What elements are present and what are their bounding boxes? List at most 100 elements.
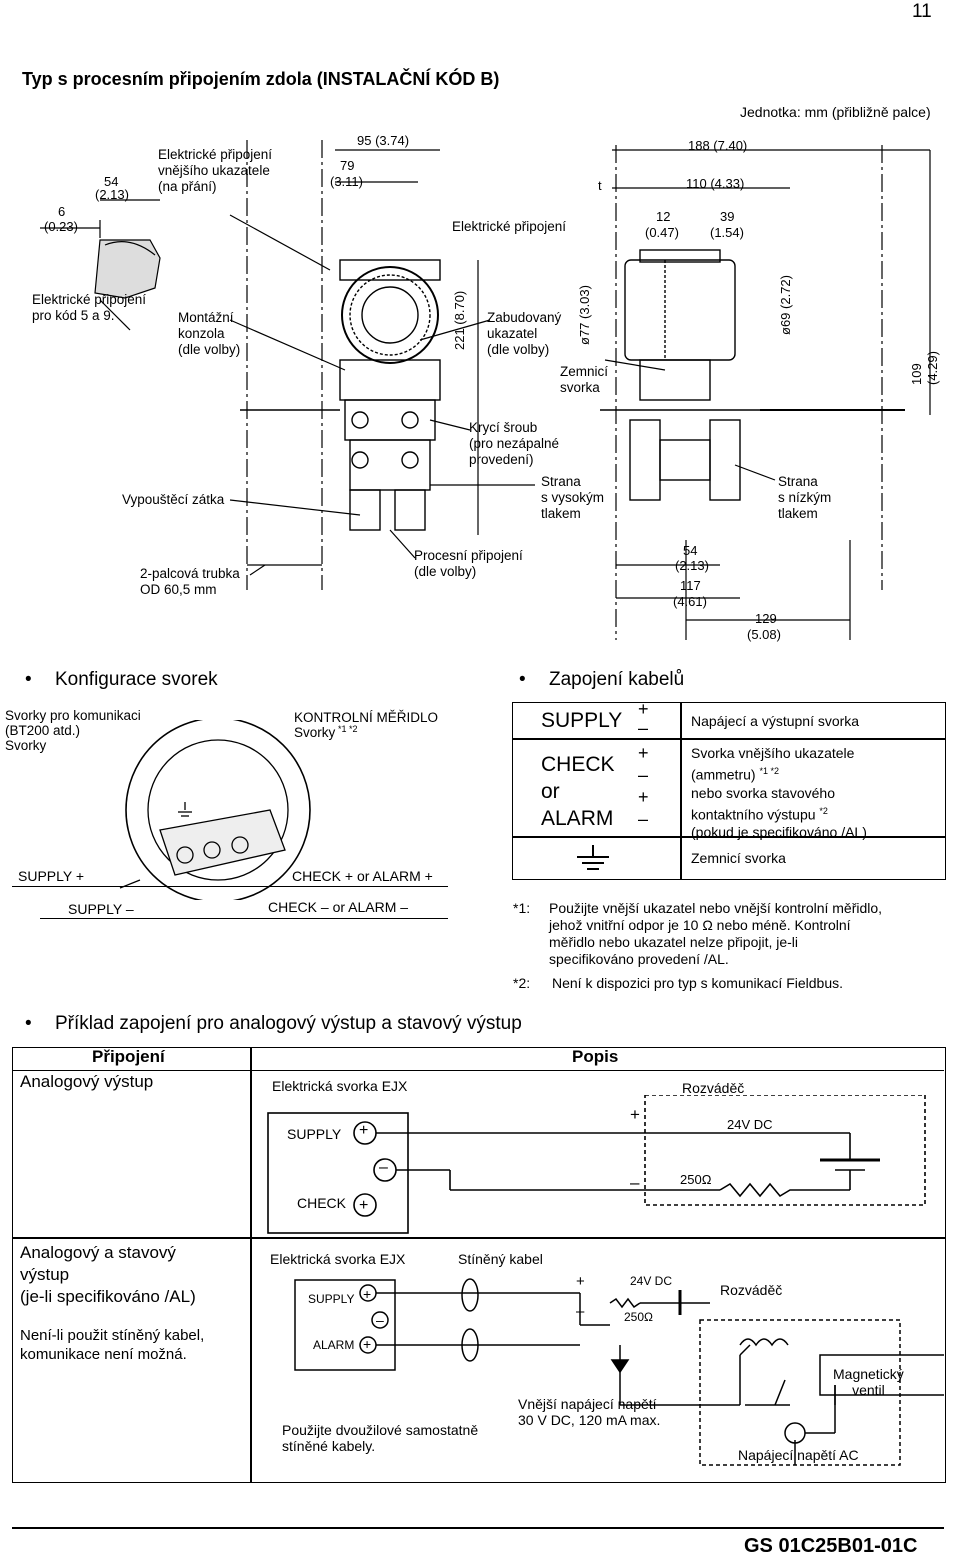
supply-signs: + –: [638, 699, 649, 738]
terminal-block-drawing: [119, 720, 311, 900]
dim-6-in: (0.23): [44, 219, 78, 234]
el-conn-code-label: Elektrické připojení pro kód 5 a 9.: [32, 292, 147, 323]
check-desc-sup1: *1 *2: [759, 766, 779, 776]
row1-supply-label: SUPPLY: [287, 1126, 342, 1142]
note-1-mark: *1:: [513, 900, 531, 916]
example-row1-conn-cell: [12, 1047, 252, 1239]
document-code: GS 01C25B01-01C: [744, 1535, 918, 1557]
ground-icon: [577, 845, 609, 870]
check-meter-sup: *1 *2: [338, 724, 358, 734]
row1-plus: +: [630, 1105, 640, 1124]
process-connection-label: Procesní připojení (dle volby): [414, 548, 523, 579]
transmitter-side: [600, 249, 905, 501]
row2-ac-supply: Napájecí napětí AC: [738, 1447, 859, 1463]
dim-54b: 54: [683, 543, 698, 558]
example-row1-desc-cell: [250, 1047, 946, 1239]
row2-supply-plus: +: [363, 1286, 372, 1302]
dim-54-in: (2.13): [95, 187, 129, 202]
col-description-header: Popis: [572, 1047, 619, 1066]
dim-117: 117: [680, 578, 701, 593]
dim-188: 188 (7.40): [688, 138, 748, 153]
dim-79: 79: [340, 158, 355, 173]
dim-109: 109 (4.29): [909, 351, 940, 385]
row1-250ohm: 250Ω: [680, 1172, 712, 1187]
dim-95: 95 (3.74): [357, 133, 410, 148]
dim-129: 129: [755, 611, 777, 626]
ext-indicator-label: Elektrické připojení vnějšího ukazatele …: [158, 147, 273, 194]
row2-supply-minus: –: [376, 1312, 384, 1328]
row2-alarm-plus: +: [363, 1336, 372, 1352]
row2-ejx-label: Elektrická svorka EJX: [270, 1251, 406, 1267]
dim-39: 39: [720, 209, 735, 224]
wiring-supply-desc: Napájecí a výstupní svorka: [680, 702, 946, 740]
row2-plus: +: [576, 1273, 585, 1290]
dim-54: 54: [104, 174, 119, 189]
page-number: 11: [912, 1, 932, 22]
row2-supply-label: SUPPLY: [308, 1292, 355, 1306]
supply-plus-label: SUPPLY +: [18, 868, 85, 884]
dim-110: 110 (4.33): [686, 176, 745, 191]
row2-250ohm: 250Ω: [624, 1310, 653, 1324]
builtin-indicator-label: Zabudovaný ukazatel (dle volby): [487, 310, 562, 357]
wiring-heading: Zapojení kabelů: [519, 669, 684, 691]
supply-symbol-text: SUPPLY: [541, 709, 623, 732]
wiring-ground-symbol: [512, 836, 682, 880]
mounting-bracket-label: Montážní konzola (dle volby): [178, 310, 241, 357]
page-title: Typ s procesním připojením zdola (INSTAL…: [22, 69, 500, 89]
check-desc-sup2: *2: [819, 805, 828, 816]
dim-6: 6: [58, 204, 66, 219]
row2-ext-supply: Vnější napájecí napětí 30 V DC, 120 mA m…: [518, 1396, 661, 1428]
dim-54b-in: (2.13): [675, 558, 709, 573]
row2-twin-cable-note: Použijte dvoužilové samostatně stíněné k…: [282, 1422, 479, 1454]
note-2-mark: *2:: [513, 975, 531, 991]
wiring-supply-symbol: SUPPLY + –: [512, 699, 682, 740]
row2-magnetic-valve: Magnetický ventil: [833, 1366, 904, 1398]
row1-panel-label: Rozváděč: [682, 1080, 745, 1096]
ground-terminal-label: Zemnicí svorka: [560, 364, 609, 395]
row2-panel-label: Rozváděč: [720, 1282, 783, 1298]
row1-check-label: CHECK: [297, 1195, 347, 1211]
check-plus-label: CHECK + or ALARM +: [292, 868, 433, 884]
row1-check-plus: +: [359, 1197, 369, 1214]
supply-minus-label: SUPPLY –: [68, 901, 134, 917]
example-row2-desc-cell: [250, 1237, 946, 1483]
check-desc-line-3: nebo svorka stavového: [691, 784, 835, 801]
row1-ejx-label: Elektrická svorka EJX: [272, 1078, 408, 1094]
dim-129-in: (5.08): [747, 627, 781, 642]
high-side-label: Strana s vysokým tlakem: [541, 474, 605, 521]
note-1-text: Použijte vnější ukazatel nebo vnější kon…: [549, 900, 883, 967]
row1-24vdc: 24V DC: [727, 1117, 773, 1132]
row1-supply-plus: +: [359, 1122, 369, 1139]
check-symbol-text: CHECK or ALARM: [541, 753, 615, 830]
conduit-detail: [40, 199, 161, 299]
cover-screw-label: Krycí šroub (pro nezápalné provedení): [469, 420, 560, 467]
row2-minus: –: [576, 1303, 585, 1320]
row1-wiring-diagram: [267, 1095, 926, 1234]
row2-wiring-diagram: [294, 1278, 944, 1466]
low-side-label: Strana s nízkým tlakem: [778, 474, 832, 521]
check-meter-label: KONTROLNÍ MĚŘIDLO Svorky: [294, 710, 439, 740]
check-minus-label: CHECK – or ALARM –: [268, 899, 409, 915]
dim-12: 12: [656, 209, 671, 224]
dim-39-in: (1.54): [710, 225, 744, 240]
dim-117-in: (4.61): [673, 594, 707, 609]
note-2-text: Není k dispozici pro typ s komunikací Fi…: [552, 975, 844, 991]
check-desc-line-1: Svorka vnějšího ukazatele: [691, 745, 855, 761]
supply-desc-text: Napájecí a výstupní svorka: [691, 713, 860, 729]
dim-69: ø69 (2.72): [778, 275, 793, 335]
row1-supply-minus: –: [379, 1159, 388, 1176]
wiring-check-symbol: CHECK or ALARM + – + –: [512, 738, 682, 838]
dimensional-drawing: [40, 140, 931, 640]
row2-shield-note: Není-li použit stíněný kabel, komunikace…: [20, 1327, 205, 1363]
transmitter-front: [240, 259, 441, 531]
col-connection-header: Připojení: [92, 1047, 165, 1066]
dim-79-in: (3.11): [330, 174, 363, 189]
check-desc-line-2: (ammetru): [691, 766, 760, 783]
drain-plug-label: Vypouštěcí zátka: [122, 492, 225, 507]
dim-77: ø77 (3.03): [577, 285, 592, 345]
row2-connection: Analogový a stavový výstup (je-li specif…: [20, 1243, 196, 1306]
wiring-check-desc: Svorka vnějšího ukazatele (ammetru) *1 *…: [680, 738, 946, 840]
unit-note: Jednotka: mm (přibližně palce): [740, 104, 931, 120]
check-desc-line-4: kontaktního výstupu: [691, 806, 820, 823]
pipe-label: 2-palcová trubka OD 60,5 mm: [140, 566, 240, 597]
